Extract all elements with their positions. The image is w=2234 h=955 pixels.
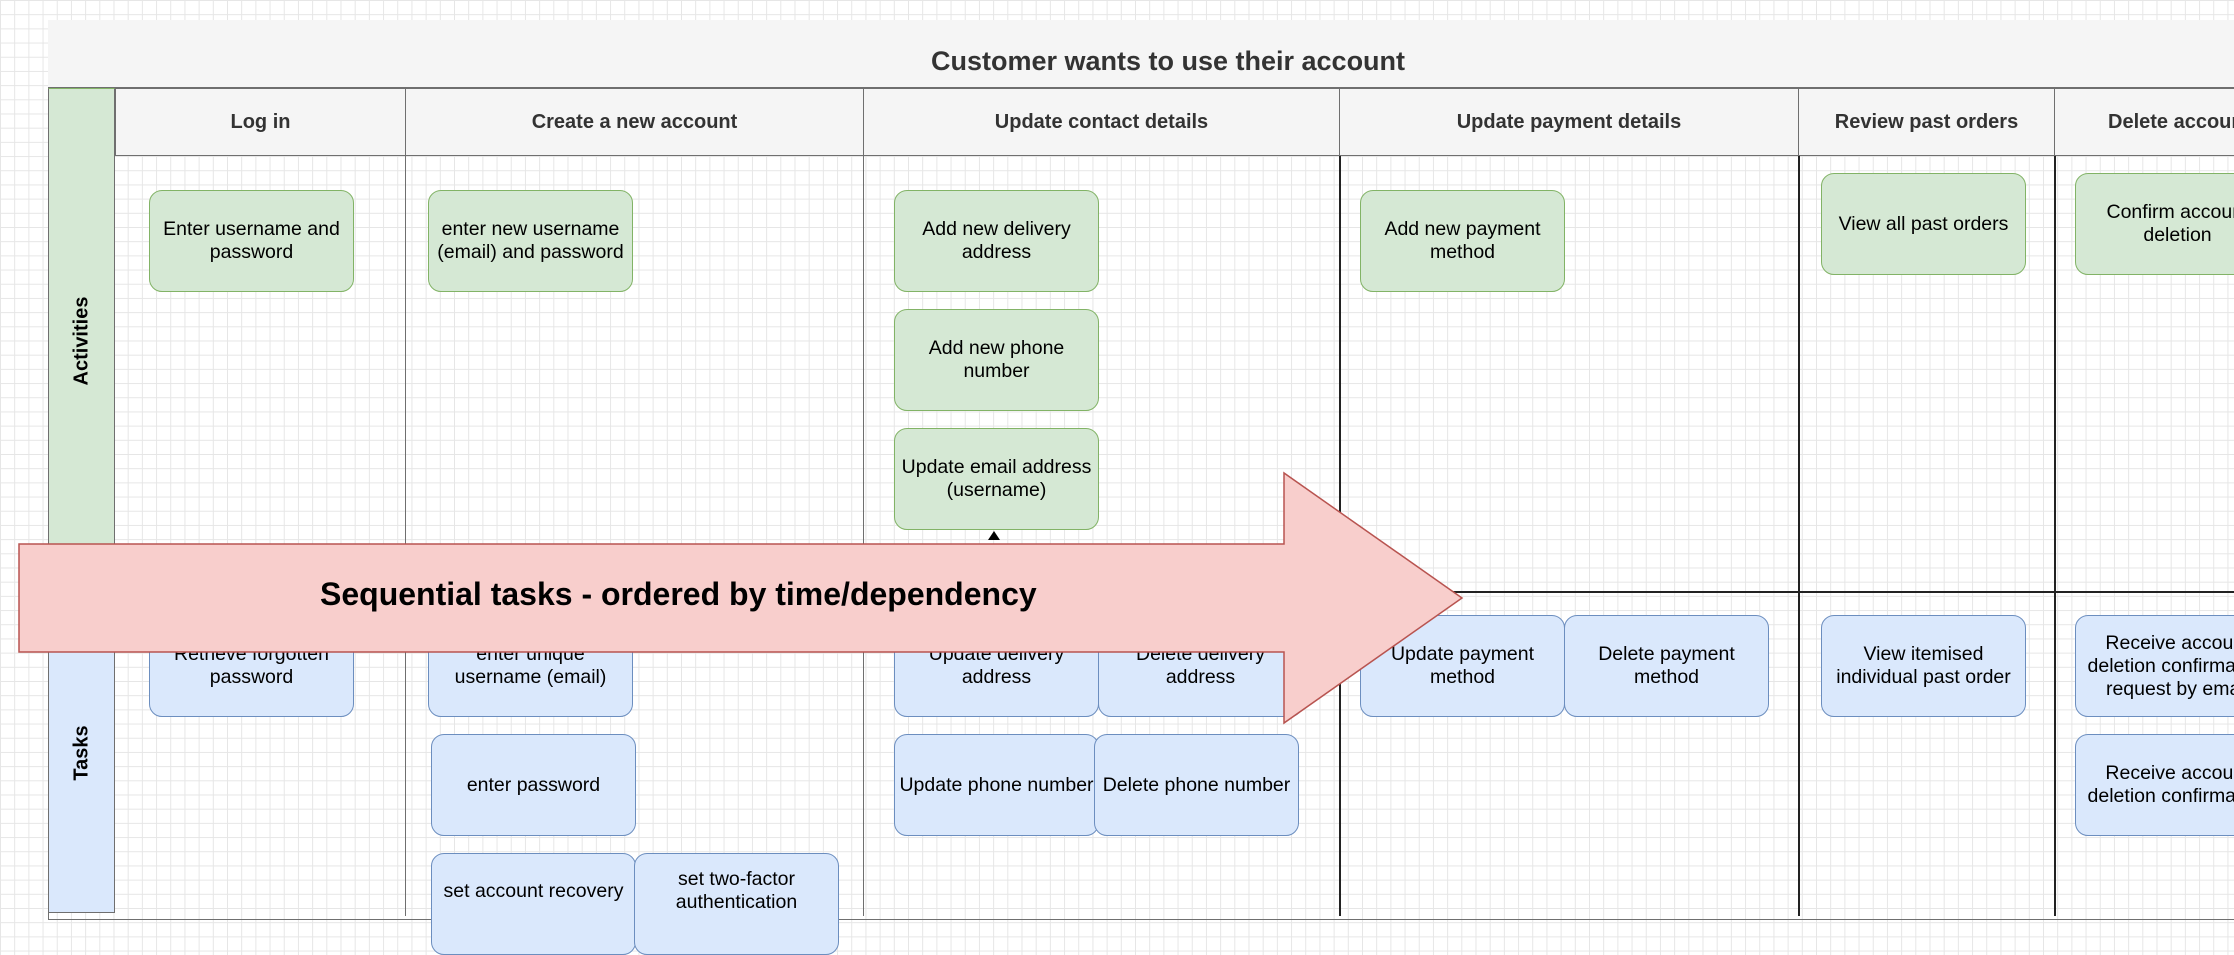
task-card-update-phone[interactable]: Update phone number [894,734,1099,836]
activity-card-create-account[interactable]: enter new username (email) and password [428,190,633,292]
task-card-enter-password[interactable]: enter password [431,734,636,836]
title-bar [48,20,2234,88]
task-card-delete-phone[interactable]: Delete phone number [1094,734,1299,836]
column-divider [2054,156,2056,916]
activity-card-add-payment[interactable]: Add new payment method [1360,190,1565,292]
diagram-title: Customer wants to use their account [930,46,1406,76]
activity-card-login[interactable]: Enter username and password [149,190,354,292]
activity-card-add-phone[interactable]: Add new phone number [894,309,1099,411]
column-divider [1798,156,1800,916]
sequence-arrow [18,471,1464,725]
column-header-log-in: Log in [115,88,406,156]
callout-arrow-shape [18,471,1464,725]
task-card-deletion-request[interactable]: Receive account deletion confirmation re… [2075,615,2234,717]
column-header-update-contact: Update contact details [863,88,1340,156]
task-card-delete-payment[interactable]: Delete payment method [1564,615,1769,717]
activity-card-confirm-deletion[interactable]: Confirm account deletion [2075,173,2234,275]
connector-arrowhead [988,531,1000,540]
task-card-deletion-confirmation[interactable]: Receive account deletion confirmation [2075,734,2234,836]
column-header-delete-account: Delete account [2054,88,2234,156]
lane-divider [1339,591,2234,593]
column-divider [863,156,864,916]
column-header-update-payment: Update payment details [1339,88,1799,156]
column-header-review-orders: Review past orders [1798,88,2055,156]
callout-text: Sequential tasks - ordered by time/depen… [320,576,1037,612]
column-divider [405,156,406,916]
column-header-create-account: Create a new account [405,88,864,156]
activity-card-update-email[interactable]: Update email address (username) [894,428,1099,530]
activity-card-view-orders[interactable]: View all past orders [1821,173,2026,275]
task-card-view-itemised[interactable]: View itemised individual past order [1821,615,2026,717]
activity-card-add-delivery[interactable]: Add new delivery address [894,190,1099,292]
